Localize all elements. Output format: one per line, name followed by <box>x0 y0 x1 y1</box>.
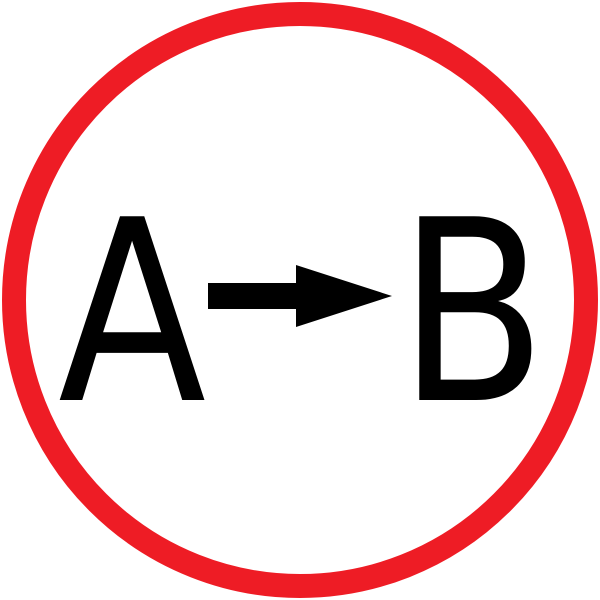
target-letter: B <box>398 167 547 460</box>
source-letter: A <box>58 167 207 460</box>
